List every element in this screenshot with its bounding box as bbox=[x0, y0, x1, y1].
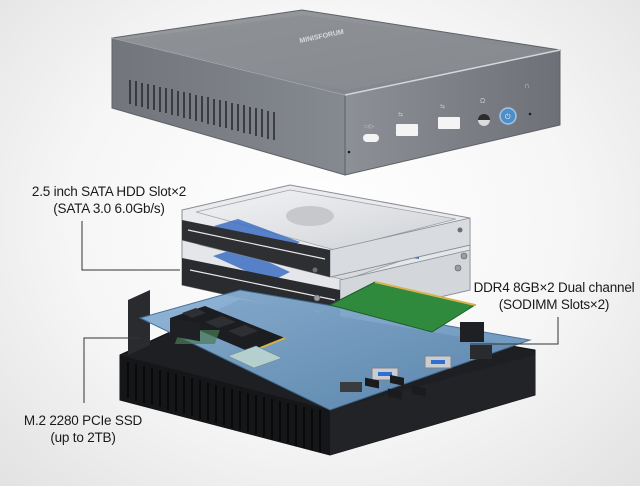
usb-c-port-board bbox=[340, 382, 362, 392]
hdd-leader-line bbox=[81, 221, 180, 271]
ram-callout-subtitle: (SODIMM Slots×2) bbox=[498, 297, 610, 312]
ram-leader-line bbox=[470, 317, 559, 345]
reset-pinhole bbox=[347, 150, 351, 154]
m2-ssd bbox=[170, 306, 286, 353]
hdd-callout-subtitle: (SATA 3.0 6.0Gb/s) bbox=[53, 201, 165, 216]
usb3-port-2 bbox=[438, 117, 460, 129]
power-button bbox=[499, 107, 517, 125]
audio-jack-board bbox=[470, 345, 492, 359]
usb-icon: ⇆ bbox=[440, 103, 445, 110]
ssd-callout-subtitle: (up to 2TB) bbox=[50, 430, 116, 445]
usb-c-port bbox=[363, 134, 379, 142]
ram-callout-title: DDR4 8GB×2 Dual channel bbox=[473, 280, 635, 295]
ram-callout: DDR4 8GB×2 Dual channel (SODIMM Slots×2) bbox=[466, 279, 640, 313]
ram-module bbox=[328, 281, 477, 400]
usb-icon: ⇆ bbox=[398, 111, 403, 118]
leader-lines bbox=[81, 221, 559, 403]
motherboard bbox=[138, 289, 532, 411]
front-panel-ports: ▭▷ ⇆ ⇆ Ω ⏻ ∩ bbox=[347, 81, 532, 154]
headphone-icon: ∩ bbox=[524, 81, 530, 90]
led-indicator bbox=[528, 112, 532, 116]
top-case: MINISFORUM bbox=[111, 9, 561, 176]
ssd-callout: M.2 2280 PCIe SSD (up to 2TB) bbox=[18, 412, 148, 446]
ssd-callout-title: M.2 2280 PCIe SSD bbox=[23, 413, 143, 428]
hdd-callout-title: 2.5 inch SATA HDD Slot×2 bbox=[31, 184, 187, 199]
microphone-icon: Ω bbox=[480, 98, 485, 105]
base-vents bbox=[127, 362, 321, 452]
hdd-callout: 2.5 inch SATA HDD Slot×2 (SATA 3.0 6.0Gb… bbox=[4, 183, 214, 217]
wifi-card bbox=[227, 345, 283, 369]
usb-c-icon: ▭▷ bbox=[364, 124, 375, 130]
side-vents bbox=[129, 80, 275, 140]
usb3-port-1 bbox=[396, 124, 418, 136]
power-icon: ⏻ bbox=[505, 113, 511, 121]
ssd-leader-line bbox=[83, 337, 140, 403]
